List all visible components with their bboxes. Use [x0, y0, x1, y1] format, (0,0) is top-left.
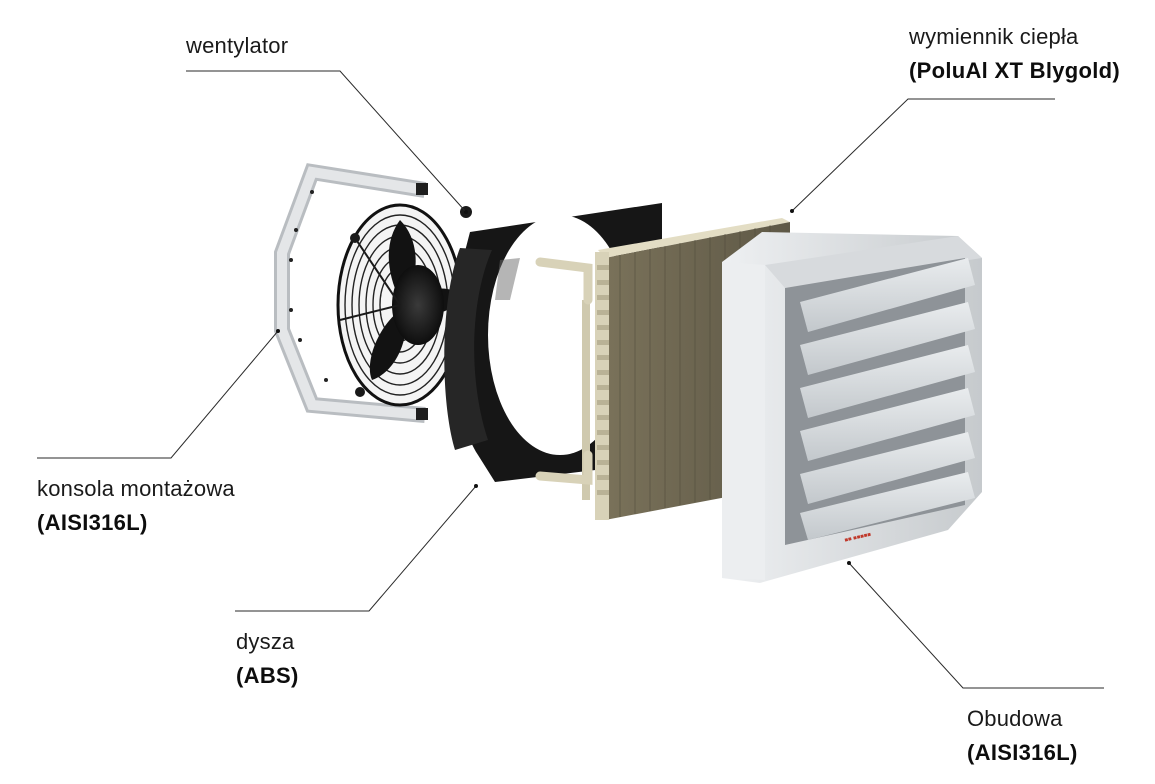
housing: ■■ ■■■■■ — [722, 232, 982, 583]
callout-line-heat-exchanger — [791, 98, 1055, 212]
label-mounting-bracket-material: (AISI316L) — [37, 510, 148, 536]
label-heat-exchanger-material: (PoluAl XT Blygold) — [909, 58, 1121, 84]
label-mounting-bracket: konsola montażowa (AISI316L) — [37, 476, 235, 537]
callout-line-housing — [848, 562, 1104, 689]
label-nozzle-material: (ABS) — [236, 663, 299, 689]
callout-line-nozzle — [235, 485, 477, 612]
mounting-bracket — [274, 163, 428, 423]
callout-line-fan — [186, 70, 467, 213]
label-housing-material: (AISI316L) — [967, 740, 1078, 766]
label-housing-name: Obudowa — [967, 706, 1063, 731]
callout-line-bracket — [37, 330, 279, 459]
label-fan: wentylator — [186, 33, 288, 59]
louvers — [800, 258, 975, 540]
label-fan-name: wentylator — [186, 33, 289, 58]
label-housing: Obudowa (AISI316L) — [967, 706, 1078, 767]
callout-dots — [276, 209, 851, 565]
label-heat-exchanger: wymiennik ciepła (PoluAl XT Blygold) — [909, 24, 1120, 85]
label-mounting-bracket-name: konsola montażowa — [37, 476, 235, 501]
callout-lines — [37, 70, 1104, 689]
label-nozzle: dysza (ABS) — [236, 629, 299, 690]
label-nozzle-name: dysza — [236, 629, 295, 654]
label-heat-exchanger-name: wymiennik ciepła — [909, 24, 1079, 49]
